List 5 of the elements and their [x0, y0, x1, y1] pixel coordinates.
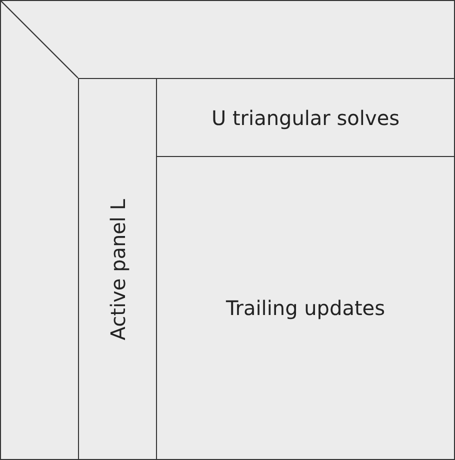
block-label: U triangular solves — [211, 106, 400, 130]
matrix-block — [78, 78, 157, 460]
block-label: Active panel L — [106, 198, 130, 340]
block-label: Trailing updates — [226, 296, 386, 320]
matrix-block — [156, 78, 455, 157]
